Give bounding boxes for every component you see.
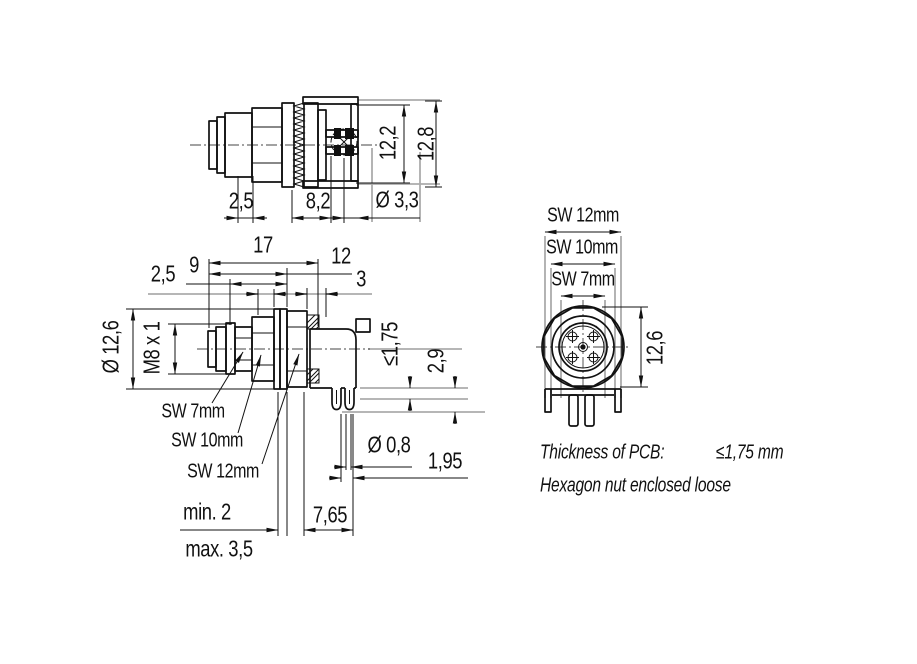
straight-view-drawing [190, 96, 442, 223]
front-view-drawing [536, 229, 648, 427]
angled-view-drawing [126, 259, 485, 536]
